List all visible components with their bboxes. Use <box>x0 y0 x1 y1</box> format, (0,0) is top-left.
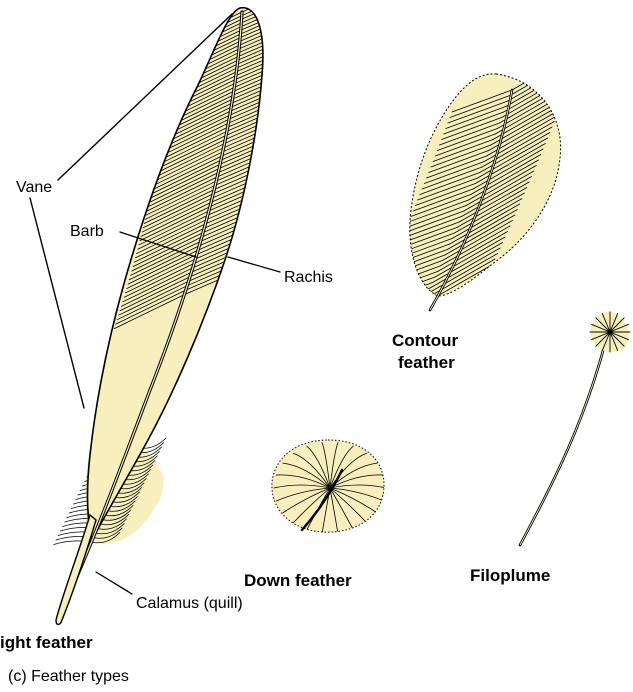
caption: (c) Feather types <box>8 668 129 685</box>
label-down-feather: Down feather <box>244 571 352 590</box>
filoplume <box>520 312 630 546</box>
flight-feather-vane <box>88 8 263 540</box>
label-vane: Vane <box>16 179 52 196</box>
down-feather <box>272 440 386 534</box>
flight-feather <box>54 0 302 625</box>
label-filoplume: Filoplume <box>470 566 550 585</box>
filoplume-shaft <box>520 340 606 545</box>
label-rachis: Rachis <box>284 269 333 286</box>
flight-feather-calamus <box>56 515 96 625</box>
filoplume-tip <box>590 312 630 352</box>
label-contour-line1: Contour <box>392 331 458 350</box>
label-calamus: Calamus (quill) <box>136 595 243 612</box>
contour-feather <box>363 50 582 327</box>
label-contour-line2: feather <box>398 353 455 372</box>
label-flight-feather: ight feather <box>0 633 93 652</box>
label-barb: Barb <box>70 223 104 240</box>
